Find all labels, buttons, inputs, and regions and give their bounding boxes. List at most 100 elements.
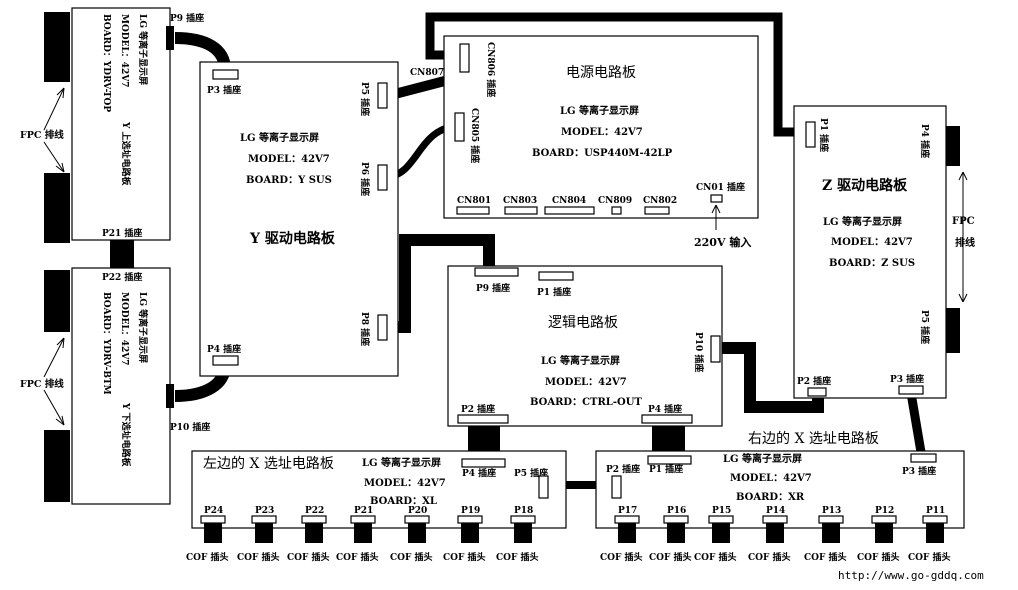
cof-plug-p12	[875, 523, 893, 543]
power-input-label: 220V 输入	[694, 235, 751, 249]
power-line2: MODEL：42V7	[561, 127, 643, 138]
source-url: http://www.go-gddq.com	[838, 569, 984, 582]
ysus-p6-label: P6 插座	[359, 162, 371, 196]
ydrv-top-p9-label: P9 插座	[170, 12, 204, 24]
cof-label-p14: COF 插头	[748, 551, 791, 563]
ydrv-btm-p22-label: P22 插座	[102, 271, 142, 283]
xr-line3: BOARD：XR	[736, 492, 805, 503]
zsus-fpc-label: FPC	[952, 216, 975, 227]
power-board: CN806 插座 CN807 CN805 插座 电源电路板 LG 等离子显示屏 …	[410, 35, 759, 249]
ysus-p4-label: P4 插座	[207, 343, 241, 355]
ysus-line2: MODEL：42V7	[248, 154, 330, 165]
fpc-block-top-2	[44, 173, 70, 243]
power-cn801-label: CN801	[457, 196, 491, 206]
power-cn805-label: CN805 插座	[469, 108, 481, 163]
ydrv-btm-p10-connector	[166, 384, 174, 408]
power-line1: LG 等离子显示屏	[560, 104, 639, 117]
ysus-p8-connector	[377, 314, 388, 341]
pin-connector-p12	[871, 515, 897, 524]
ysus-p5-connector	[377, 82, 388, 109]
power-cn804-label: CN804	[552, 196, 586, 206]
fpc-arrow-btm-up	[43, 337, 65, 378]
logic-p4-label: P4 插座	[648, 403, 682, 415]
fpc-block-btm-2	[44, 430, 70, 502]
ydrv-btm-line3: BOARD：YDRV-BTM	[101, 292, 111, 395]
fpc-block-top-1	[44, 12, 70, 82]
logic-p1-connector	[538, 271, 574, 281]
power-cn01-connector	[710, 194, 723, 203]
power-cn01-label: CN01 插座	[696, 181, 745, 193]
cable-logic-p10-zsus-p2	[720, 342, 824, 413]
power-cn805-connector	[454, 112, 465, 142]
pin-connector-p11	[922, 515, 948, 524]
ysus-board: P3 插座 P5 插座 P6 插座 LG 等离子显示屏 MODEL：42V7 B…	[199, 61, 399, 377]
zsus-p2-connector	[807, 387, 827, 397]
cof-label-p12: COF 插头	[857, 551, 900, 563]
fpc-arrow-btm-down	[43, 389, 65, 426]
xl-title: 左边的 X 选址电路板	[203, 456, 334, 472]
xr-line2: MODEL：42V7	[730, 473, 812, 484]
ydrv-top-p21-label: P21 插座	[102, 227, 142, 239]
cof-label-p11: COF 插头	[908, 551, 951, 563]
pin-label-p11: P11	[926, 506, 945, 516]
logic-p2-connector	[457, 414, 509, 424]
pin-connector-p13	[818, 515, 844, 524]
ydrv-btm-line2: MODEL：42V7	[119, 292, 129, 366]
zsus-p2-label: P2 插座	[797, 375, 831, 387]
power-cn806-connector	[459, 43, 470, 73]
ysus-line1: LG 等离子显示屏	[240, 131, 319, 144]
ysus-p6-connector	[377, 164, 388, 191]
cof-plug-p18	[514, 523, 532, 543]
logic-p10-connector	[710, 335, 721, 363]
zsus-line2: MODEL：42V7	[831, 237, 913, 248]
zsus-p3-label: P3 插座	[890, 373, 924, 385]
zsus-p1-connector	[805, 121, 816, 148]
logic-line2: MODEL：42V7	[545, 377, 627, 388]
cable-zsus-p3-xr-p3	[906, 392, 927, 459]
fpc-label-top: FPC 排线	[20, 129, 64, 141]
pin-label-p14: P14	[766, 506, 785, 516]
ysus-p5-label: P5 插座	[359, 82, 371, 116]
zsus-p1-label: P1 插座	[818, 118, 830, 152]
pin-label-p24: P24	[204, 506, 223, 516]
ysus-p3-label: P3 插座	[207, 84, 241, 96]
pin-connector-p22	[301, 515, 327, 524]
ydrv-top-line3: BOARD：YDRV-TOP	[101, 14, 111, 112]
cof-label-p24: COF 插头	[186, 551, 229, 563]
cof-label-p17: COF 插头	[600, 551, 643, 563]
ysus-title: Y 驱动电路板	[249, 230, 336, 247]
power-cn801-connector	[456, 206, 490, 215]
pin-label-p21: P21	[354, 506, 373, 516]
xl-p4-connector	[461, 458, 506, 468]
pin-label-p13: P13	[822, 506, 841, 516]
ydrv-btm-name: Y 下选址电路板	[120, 402, 132, 468]
xl-line1: LG 等离子显示屏	[362, 456, 441, 469]
xr-p2-connector	[611, 475, 622, 499]
ysus-line3: BOARD：Y SUS	[246, 175, 332, 186]
cable-p21-p22	[110, 240, 134, 270]
ydrv-top-board: LG 等离子显示屏 MODEL：42V7 BOARD：YDRV-TOP Y 上选…	[71, 7, 204, 241]
cof-label-p23: COF 插头	[237, 551, 280, 563]
cof-plug-p14	[766, 523, 784, 543]
pin-connector-p17	[614, 515, 640, 524]
power-cn802-label: CN802	[643, 196, 677, 206]
zsus-line3: BOARD：Z SUS	[829, 258, 915, 269]
pin-label-p16: P16	[667, 506, 686, 516]
cof-label-p16: COF 插头	[649, 551, 692, 563]
cof-plug-p21	[354, 523, 372, 543]
fpc-block-btm-1	[44, 270, 70, 332]
xl-line3: BOARD：XL	[370, 496, 437, 507]
xr-p2-label: P2 插座	[606, 463, 640, 475]
cof-plug-p11	[926, 523, 944, 543]
fpc-label-btm: FPC 排线	[20, 378, 64, 390]
zsus-p5-label: P5 插座	[919, 310, 931, 344]
logic-p10-label: P10 插座	[693, 332, 705, 372]
xr-board: 右边的 X 选址电路板 P2 插座 P1 插座 LG 等离子显示屏 MODEL：…	[595, 431, 965, 543]
xl-p4-label: P4 插座	[462, 467, 496, 479]
ydrv-btm-board: P22 插座 LG 等离子显示屏 MODEL：42V7 BOARD：YDRV-B…	[71, 267, 210, 505]
logic-p9-connector	[474, 267, 519, 277]
power-cn803-connector	[504, 206, 538, 215]
power-cn809-label: CN809	[598, 196, 632, 206]
cof-label-p15: COF 插头	[694, 551, 737, 563]
